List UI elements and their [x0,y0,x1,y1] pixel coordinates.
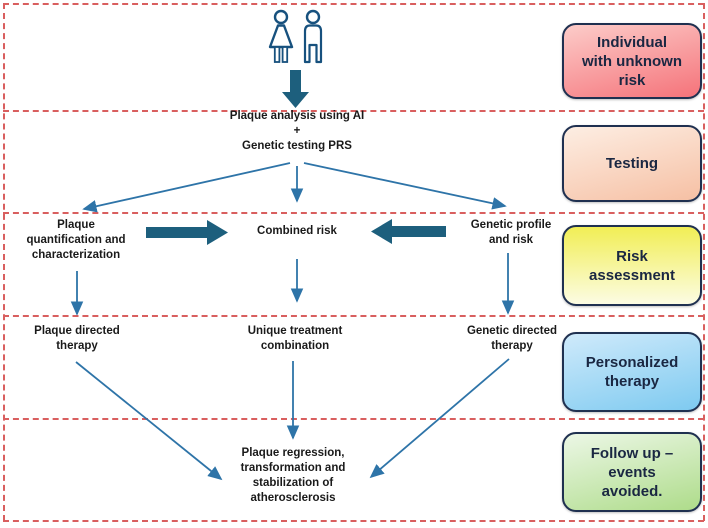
band-border-left [3,3,5,521]
node-outcome: Plaque regression, transformation and st… [240,447,346,504]
node-combined-risk: Combined risk [257,225,337,237]
stage-testing: Testing [562,125,702,202]
band-divider-4 [3,418,704,420]
node-unique-treatment: Unique treatment combination [247,325,343,352]
man-icon [303,9,323,64]
band-divider-2 [3,212,704,214]
node-plaque-quantification: Plaque quantification and characterizati… [26,219,126,261]
band-divider-1 [3,110,704,112]
thick-down-arrow [282,70,309,108]
node-plaque-directed-therapy: Plaque directed therapy [34,325,120,352]
woman-icon [268,9,294,63]
band-divider-top [3,3,704,5]
band-divider-3 [3,315,704,317]
arrow-testing-to-genetic [303,162,507,210]
stage-personalized-therapy: Personalized therapy [562,332,702,412]
node-plaque-analysis: Plaque analysis using AI + Genetic testi… [229,110,365,152]
stage-individual-unknown-risk: Individual with unknown risk [562,23,702,99]
stage-risk-assessment: Risk assessment [562,225,702,306]
node-genetic-profile: Genetic profile and risk [470,219,552,246]
band-border-right [703,3,705,521]
stage-follow-up: Follow up – events avoided. [562,432,702,512]
band-divider-bottom [3,520,704,522]
arrow-testing-to-plaque-quant [82,162,291,213]
node-genetic-directed-therapy: Genetic directed therapy [466,325,558,352]
